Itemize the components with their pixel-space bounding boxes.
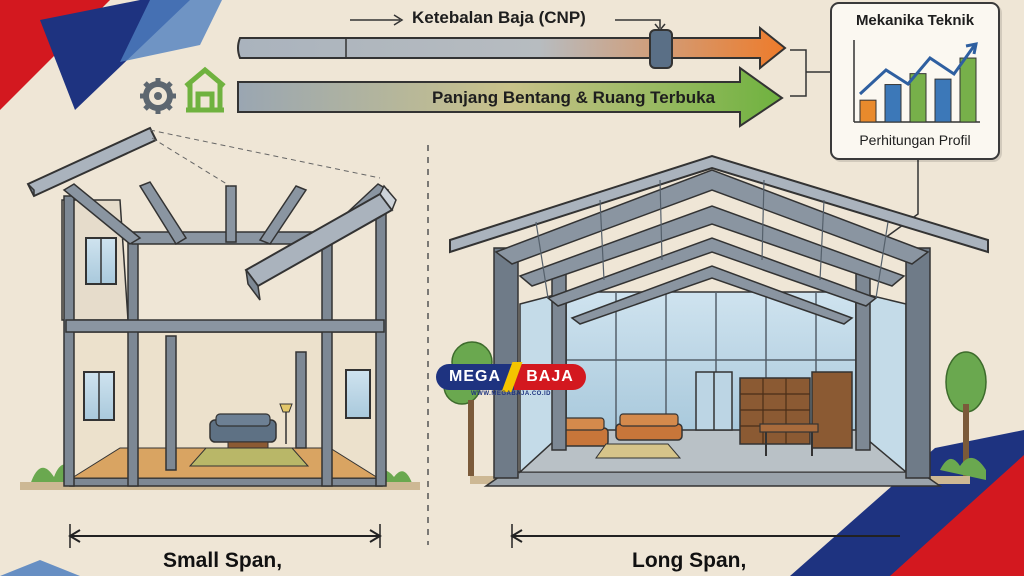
thickness-arrow	[237, 14, 787, 71]
long-span-caption: Long Span,	[632, 549, 747, 572]
span-arrow	[237, 66, 784, 128]
thickness-label: Ketebalan Baja (CNP)	[412, 8, 586, 27]
logo-mega-text: MEGA	[436, 364, 514, 390]
card-bar	[934, 78, 952, 123]
small-span-structure	[20, 126, 420, 548]
card-subtitle: Perhitungan Profil	[859, 132, 971, 148]
corner-decoration-top-left	[0, 0, 222, 110]
gear-icon	[140, 78, 176, 114]
house-icon	[184, 66, 226, 113]
logo-baja-text: BAJA	[514, 364, 586, 390]
small-span-caption: Small Span,	[163, 549, 283, 572]
span-label: Panjang Bentang & Ruang Terbuka	[432, 88, 716, 107]
profile-chart-icon	[853, 40, 980, 123]
card-bar	[959, 57, 977, 123]
card-bar	[884, 84, 902, 123]
card-bar	[859, 99, 877, 123]
corner-decoration-bottom-left	[0, 560, 80, 576]
card-title: Mekanika Teknik	[855, 12, 975, 29]
logo-url: WWW.MEGABAJA.CO.ID	[471, 391, 551, 397]
brand-logo: MEGA BAJA WWW.MEGABAJA.CO.ID	[436, 362, 586, 400]
long-span-structure	[443, 154, 989, 548]
mechanics-card: Mekanika Teknik Perhitungan Profil	[830, 2, 1000, 160]
